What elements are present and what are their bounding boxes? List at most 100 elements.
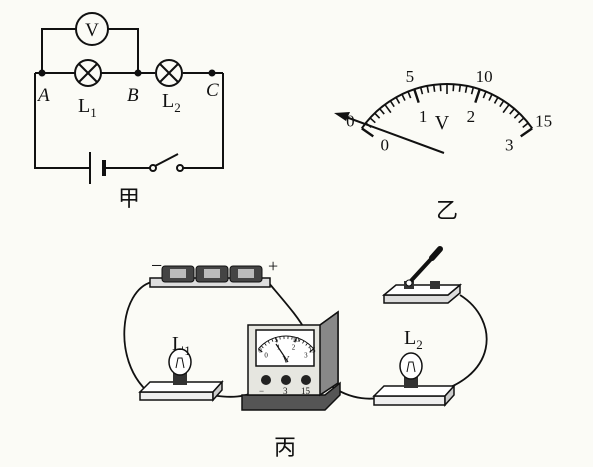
voltmeter-device-needle (275, 343, 289, 363)
dial-tick (432, 84, 436, 92)
dial-pointer (334, 112, 445, 154)
lamp-l1-symbol (74, 59, 102, 87)
dial-outer-label: 15 (309, 347, 317, 355)
battery-symbol (89, 152, 106, 184)
lamp-l2-symbol (155, 59, 183, 87)
dial-outer-label: 5 (406, 67, 415, 86)
dial-tick (305, 342, 308, 346)
dial-unit-label: V (435, 112, 450, 134)
dial-inner-label: 3 (505, 135, 514, 154)
switch-symbol (149, 153, 184, 172)
dial-outer-label: 10 (292, 336, 300, 344)
dial-tick (264, 342, 267, 346)
node-a-dot (38, 69, 46, 77)
dial-arc (360, 83, 534, 129)
dial-tick (275, 337, 278, 343)
dial-tick (374, 112, 381, 119)
battery-minus-label: − (151, 255, 162, 277)
dial-tick (261, 345, 264, 349)
dial-tick (493, 96, 499, 104)
wire-battery-l1 (123, 281, 153, 393)
terminal-3-label: 3 (283, 386, 288, 396)
battery-plus-label: + (268, 256, 278, 276)
wire-right-side (180, 73, 224, 169)
lamp-l2-device-label: L2 (404, 327, 423, 352)
dial-tick (458, 84, 462, 92)
wire-left-side (34, 73, 90, 169)
dial-tick (413, 88, 420, 103)
wire-switch-l2 (424, 294, 488, 396)
voltmeter-left-wire (41, 28, 76, 73)
lamp-l2-label: L2 (162, 90, 181, 115)
dial-tick (522, 122, 529, 129)
dial-tick (419, 87, 424, 95)
dial-inner-label: 3 (304, 352, 308, 360)
node-c-dot (208, 69, 216, 77)
dial-arc (258, 335, 314, 350)
node-c-label: C (206, 80, 219, 101)
dial-tick (502, 104, 510, 114)
dial-tick (513, 112, 520, 119)
dial-tick (470, 87, 475, 95)
dial-inner-label: 0 (264, 352, 268, 360)
caption-yi: 乙 (436, 199, 458, 224)
lamp-l1-device (138, 348, 224, 402)
dial-tick (474, 88, 481, 103)
dial-tick (298, 338, 301, 342)
dial-tick (520, 127, 533, 138)
dial-tick (389, 100, 395, 108)
dial-tick (379, 108, 385, 115)
battery-pack (149, 265, 271, 288)
dial-tick (407, 91, 412, 99)
node-b-label: B (127, 85, 139, 106)
dial-inner-label: 2 (467, 107, 476, 126)
dial-tick (369, 117, 376, 124)
dial-tick (384, 104, 392, 114)
dial-tick (401, 93, 406, 101)
voltmeter-right-wire (108, 28, 139, 73)
dial-tick (488, 93, 493, 101)
dial-outer-label: 0 (346, 111, 355, 130)
lamp-l2-device (372, 352, 456, 407)
dial-outer-label: 0 (258, 347, 262, 355)
terminal-15-label: 15 (301, 386, 311, 396)
dial-outer-label: 10 (476, 67, 493, 86)
dial-tick (518, 117, 525, 124)
node-a-label: A (36, 85, 50, 106)
knife-switch-device (381, 246, 463, 304)
dial-tick (309, 348, 314, 353)
dial-tick (267, 340, 270, 344)
voltmeter-label: V (85, 20, 99, 41)
dial-tick (482, 91, 487, 99)
dial-tick (302, 340, 305, 344)
dial-outer-label: 15 (535, 111, 552, 130)
dial-tick (308, 345, 311, 349)
lamp-l1-label: L1 (78, 95, 97, 120)
dial-inner-label: 2 (292, 344, 296, 352)
dial-tick (271, 338, 274, 342)
dial-tick (291, 336, 293, 340)
dial-inner-label: 0 (380, 135, 389, 154)
dial-tick (395, 96, 401, 104)
terminal-15 (301, 375, 311, 385)
dial-outer-label: 5 (274, 336, 278, 344)
dial-inner-label: 1 (419, 107, 428, 126)
dial-tick (258, 348, 263, 353)
caption-bing: 丙 (274, 436, 296, 461)
voltmeter-dial: 0 5 10 15 0 1 2 3 (346, 67, 552, 154)
dial-tick (426, 85, 430, 93)
terminal-negative (261, 375, 271, 385)
dial-tick (279, 336, 281, 340)
node-b-dot (134, 69, 142, 77)
dial-tick (499, 100, 505, 108)
dial-tick (509, 108, 515, 115)
dial-tick (294, 337, 297, 343)
caption-jia: 甲 (118, 187, 140, 212)
terminal-3 (281, 375, 291, 385)
dial-tick (361, 127, 374, 138)
lamp-l1-device-label: L1 (172, 333, 191, 358)
voltmeter-symbol: V (75, 12, 109, 46)
terminal-negative-label: − (259, 386, 264, 396)
